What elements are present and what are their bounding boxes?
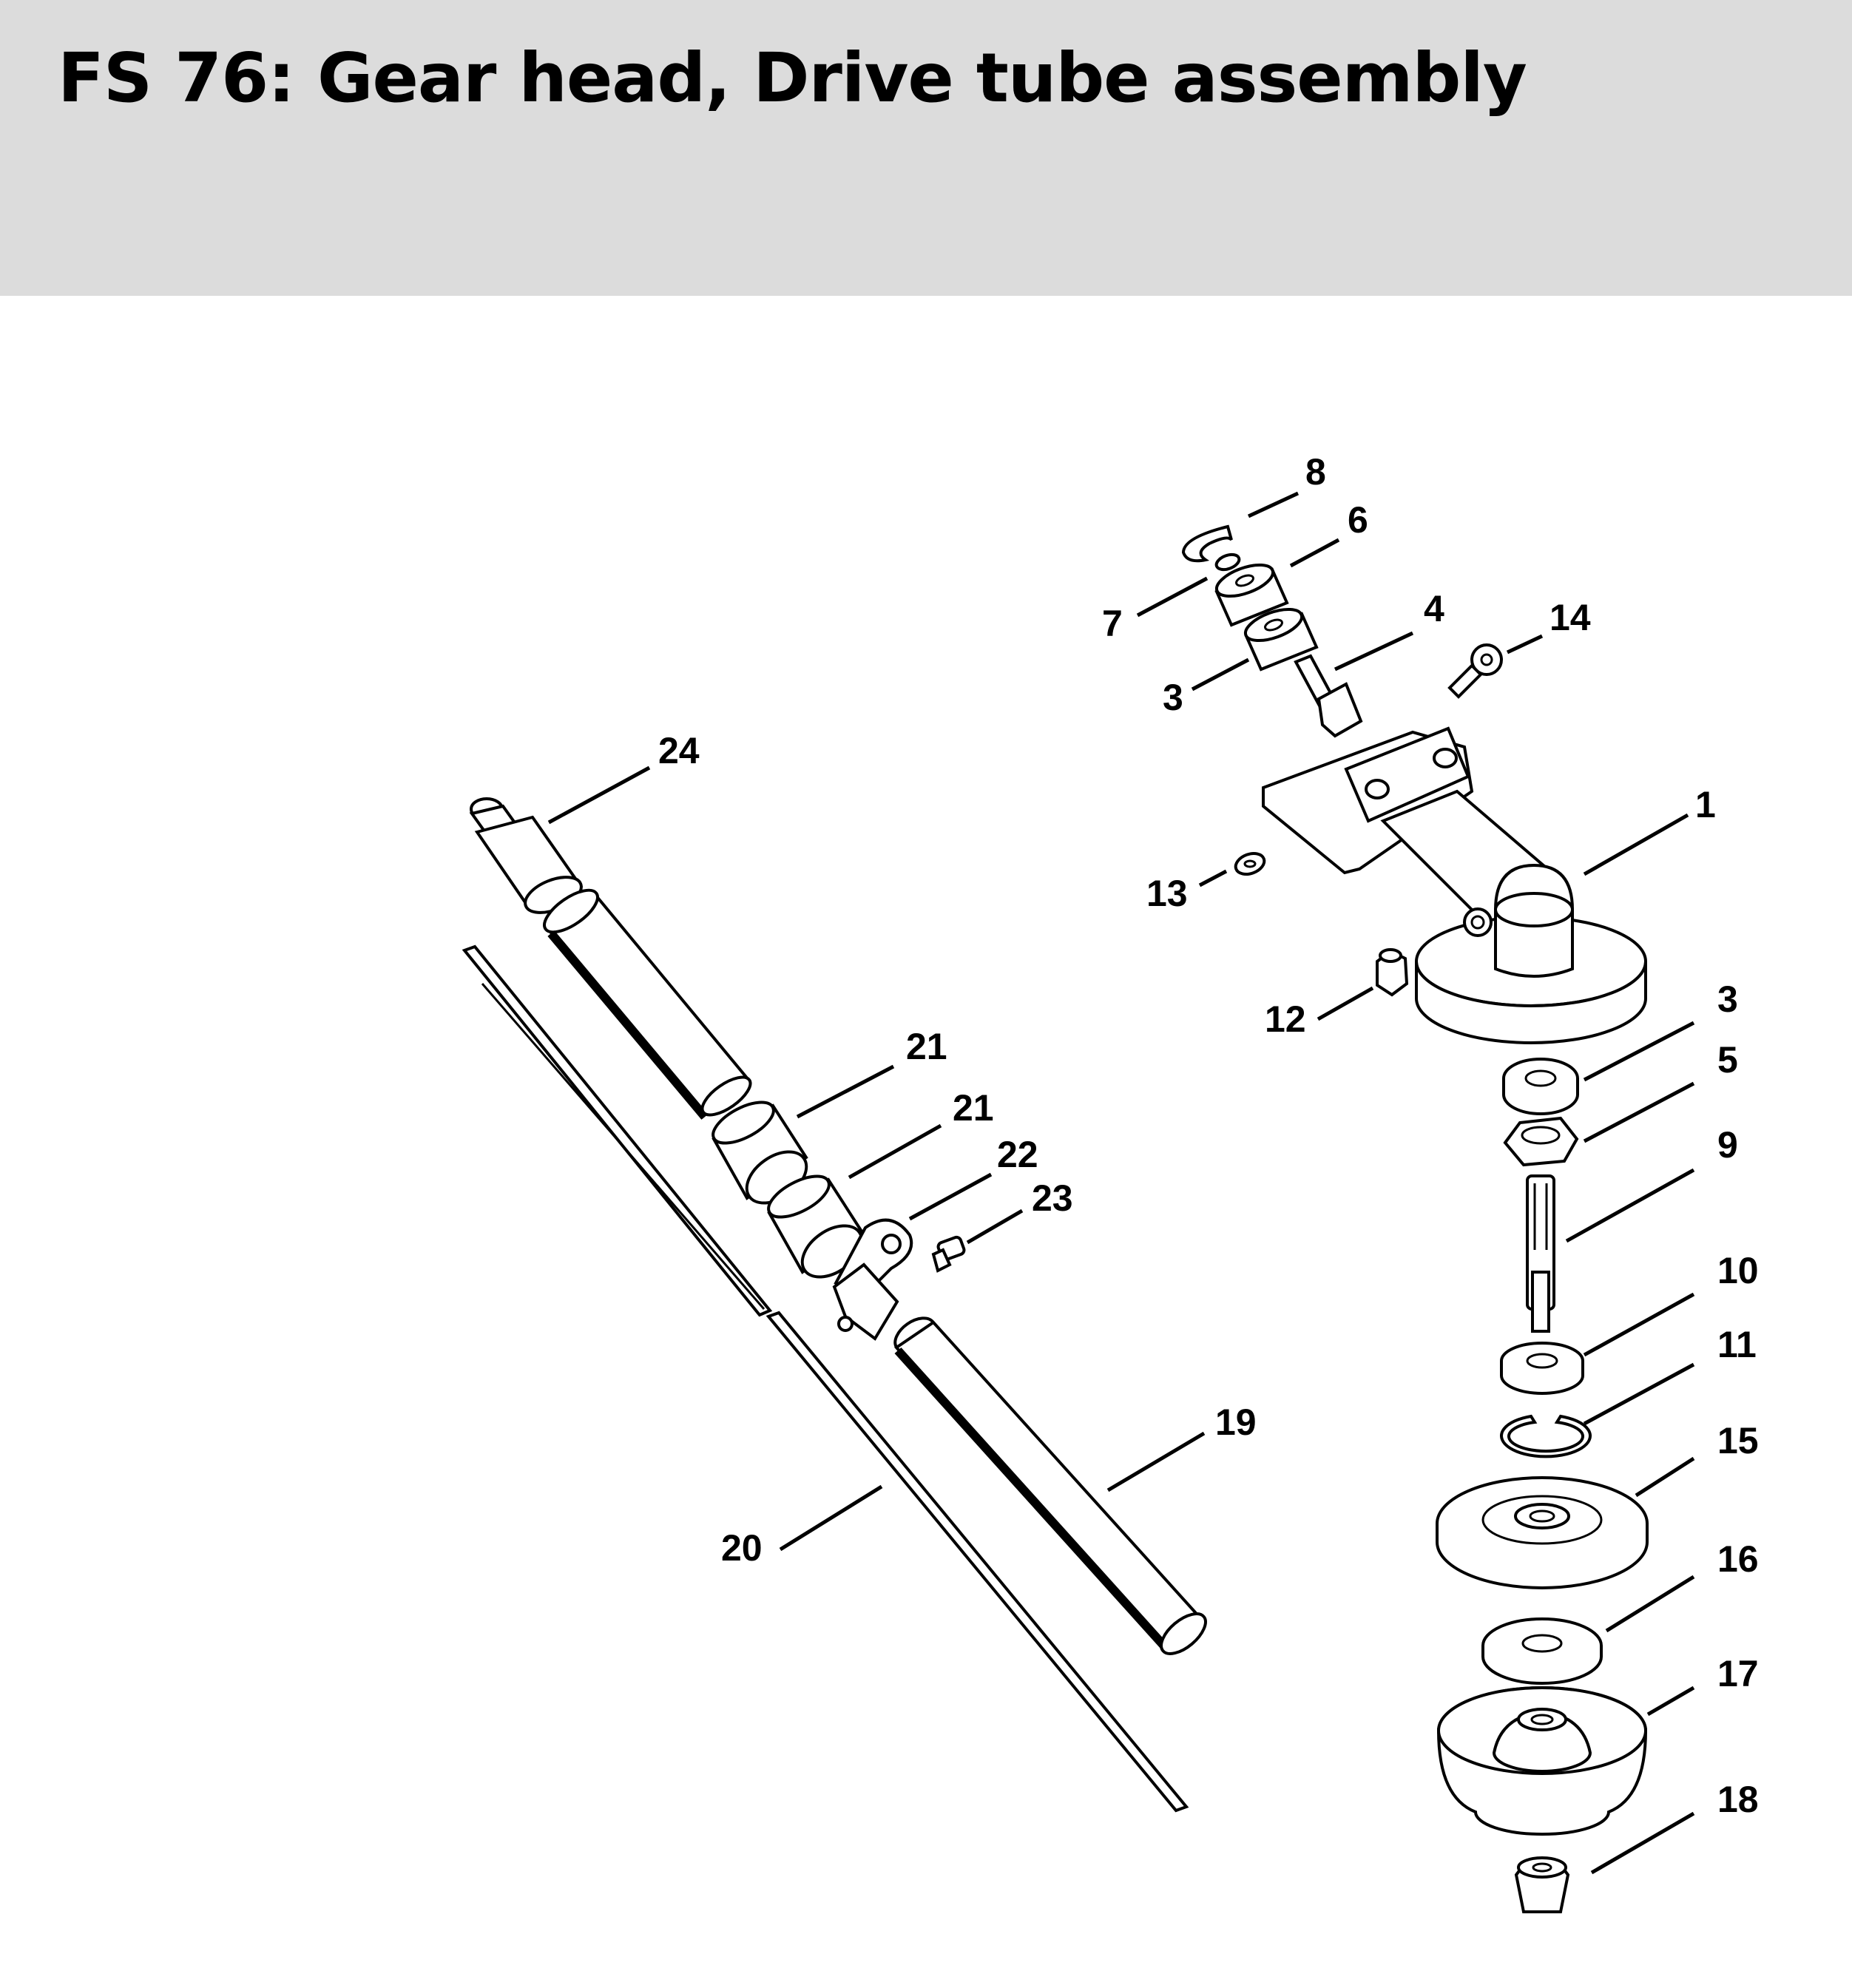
clamp-bracket-part-22 [832,1218,913,1341]
ball-bearing-part-3a [1243,607,1319,672]
label-part-16: 16 [1717,1538,1759,1580]
washer-part-13 [1234,851,1266,876]
screw-part-23 [931,1235,966,1273]
bevel-gear-part-5 [1503,1116,1579,1167]
washer-part-7 [1214,552,1241,572]
label-part-3b: 3 [1717,978,1738,1020]
drive-shaft-part-20 [462,944,1189,1813]
label-part-9: 9 [1717,1124,1738,1166]
tube-end-part-24 [469,797,584,914]
label-part-18: 18 [1717,1779,1759,1820]
thrust-washer-part-16 [1481,1617,1603,1685]
label-part-22: 22 [997,1134,1038,1175]
exploded-parts-diagram: 8 6 7 4 3 14 24 1 13 12 3 5 9 10 11 15 1… [462,451,1759,1913]
spindle-part-9 [1526,1174,1555,1333]
gear-housing-part-1 [1262,726,1647,1044]
ball-bearing-part-10 [1500,1342,1584,1395]
label-part-10: 10 [1717,1250,1759,1291]
label-part-12: 12 [1265,998,1306,1040]
label-part-8: 8 [1305,451,1326,493]
label-part-11: 11 [1717,1324,1757,1365]
label-part-19: 19 [1215,1402,1257,1443]
page-title: FS 76: Gear head, Drive tube assembly [58,38,1527,118]
label-part-24: 24 [658,730,700,771]
rider-plate-part-17 [1436,1686,1648,1836]
label-part-3a: 3 [1163,677,1183,718]
nut-part-18 [1514,1856,1570,1913]
leader-lines [547,491,1695,1875]
ball-bearing-part-3b [1502,1058,1579,1115]
label-part-7: 7 [1102,603,1123,644]
label-part-13: 13 [1146,873,1188,914]
callout-labels: 8 6 7 4 3 14 24 1 13 12 3 5 9 10 11 15 1… [658,451,1759,1820]
label-part-21a: 21 [906,1026,947,1067]
screw-part-14 [1447,643,1503,699]
label-part-6: 6 [1348,499,1368,541]
label-part-5: 5 [1717,1039,1738,1081]
label-part-15: 15 [1717,1420,1759,1461]
circlip-part-11 [1500,1414,1592,1458]
label-part-4: 4 [1424,588,1444,629]
header-band: FS 76: Gear head, Drive tube assembly [0,0,1852,296]
label-part-1: 1 [1695,784,1716,825]
label-part-17: 17 [1717,1653,1759,1694]
circlip-part-8 [1181,524,1233,563]
upper-tube-segment [543,888,752,1120]
label-part-14: 14 [1549,597,1591,638]
label-part-23: 23 [1032,1177,1073,1219]
ball-bearing-part-6 [1214,563,1289,627]
screw-plug-part-12 [1376,948,1409,997]
label-part-20: 20 [721,1527,763,1569]
drive-tube-part-19 [893,1316,1207,1655]
label-part-21b: 21 [953,1087,994,1129]
thrust-plate-part-15 [1436,1476,1649,1589]
bevel-pinion-part-4 [1294,654,1363,738]
